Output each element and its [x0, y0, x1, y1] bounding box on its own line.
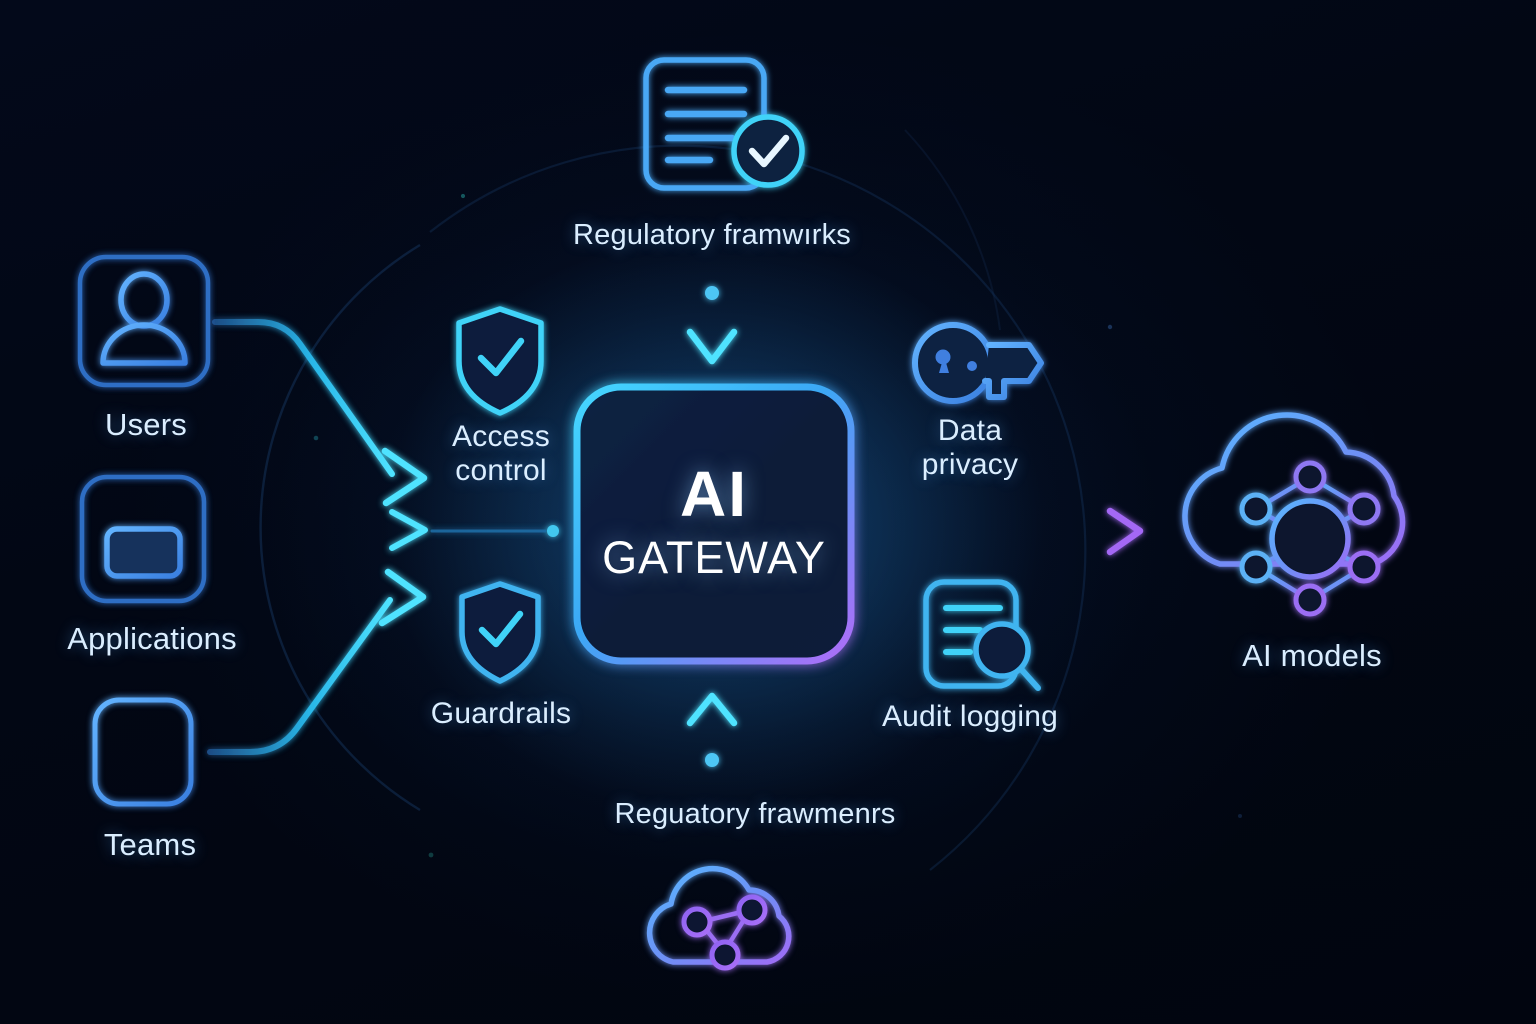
label-guardrails: Guardrails [430, 697, 572, 730]
label-applications: Applications [67, 621, 237, 656]
connector-users [212, 319, 428, 507]
connector-bottom-up [686, 692, 738, 767]
teams-lines-icon [92, 697, 194, 807]
ai-gateway-label: AI GATEWAY [575, 385, 853, 663]
cloud-network-icon [1182, 412, 1406, 617]
label-teams: Teams [103, 827, 197, 862]
shield-check-icon-guardrails [459, 581, 541, 684]
document-search-icon [923, 579, 1041, 691]
ai-gateway-box [573, 383, 855, 665]
application-window-icon [79, 474, 207, 604]
connector-output [869, 507, 1144, 556]
label-regulatory-frameworks-bottom: Reguatory frawmenrs [614, 798, 896, 830]
background-specks [313, 193, 1242, 858]
user-icon [77, 254, 211, 388]
label-access-control: Access control [452, 420, 550, 487]
label-audit-logging: Audit logging [881, 700, 1059, 733]
key-icon [912, 322, 1044, 404]
gateway-title-line2: GATEWAY [602, 531, 826, 583]
label-regulatory-frameworks-top: Regulatory framwırks [573, 219, 851, 251]
connector-top-down [686, 286, 738, 365]
cloud-nodes-icon [646, 866, 792, 971]
label-users: Users [105, 407, 187, 442]
shield-check-icon-access [456, 306, 544, 416]
document-check-icon [643, 57, 805, 191]
label-data-privacy: Data privacy [921, 414, 1019, 481]
connector-teams [207, 568, 427, 755]
connector-applications [210, 509, 559, 551]
label-ai-models: AI models [1242, 638, 1382, 673]
gateway-title-line1: AI [680, 457, 748, 530]
